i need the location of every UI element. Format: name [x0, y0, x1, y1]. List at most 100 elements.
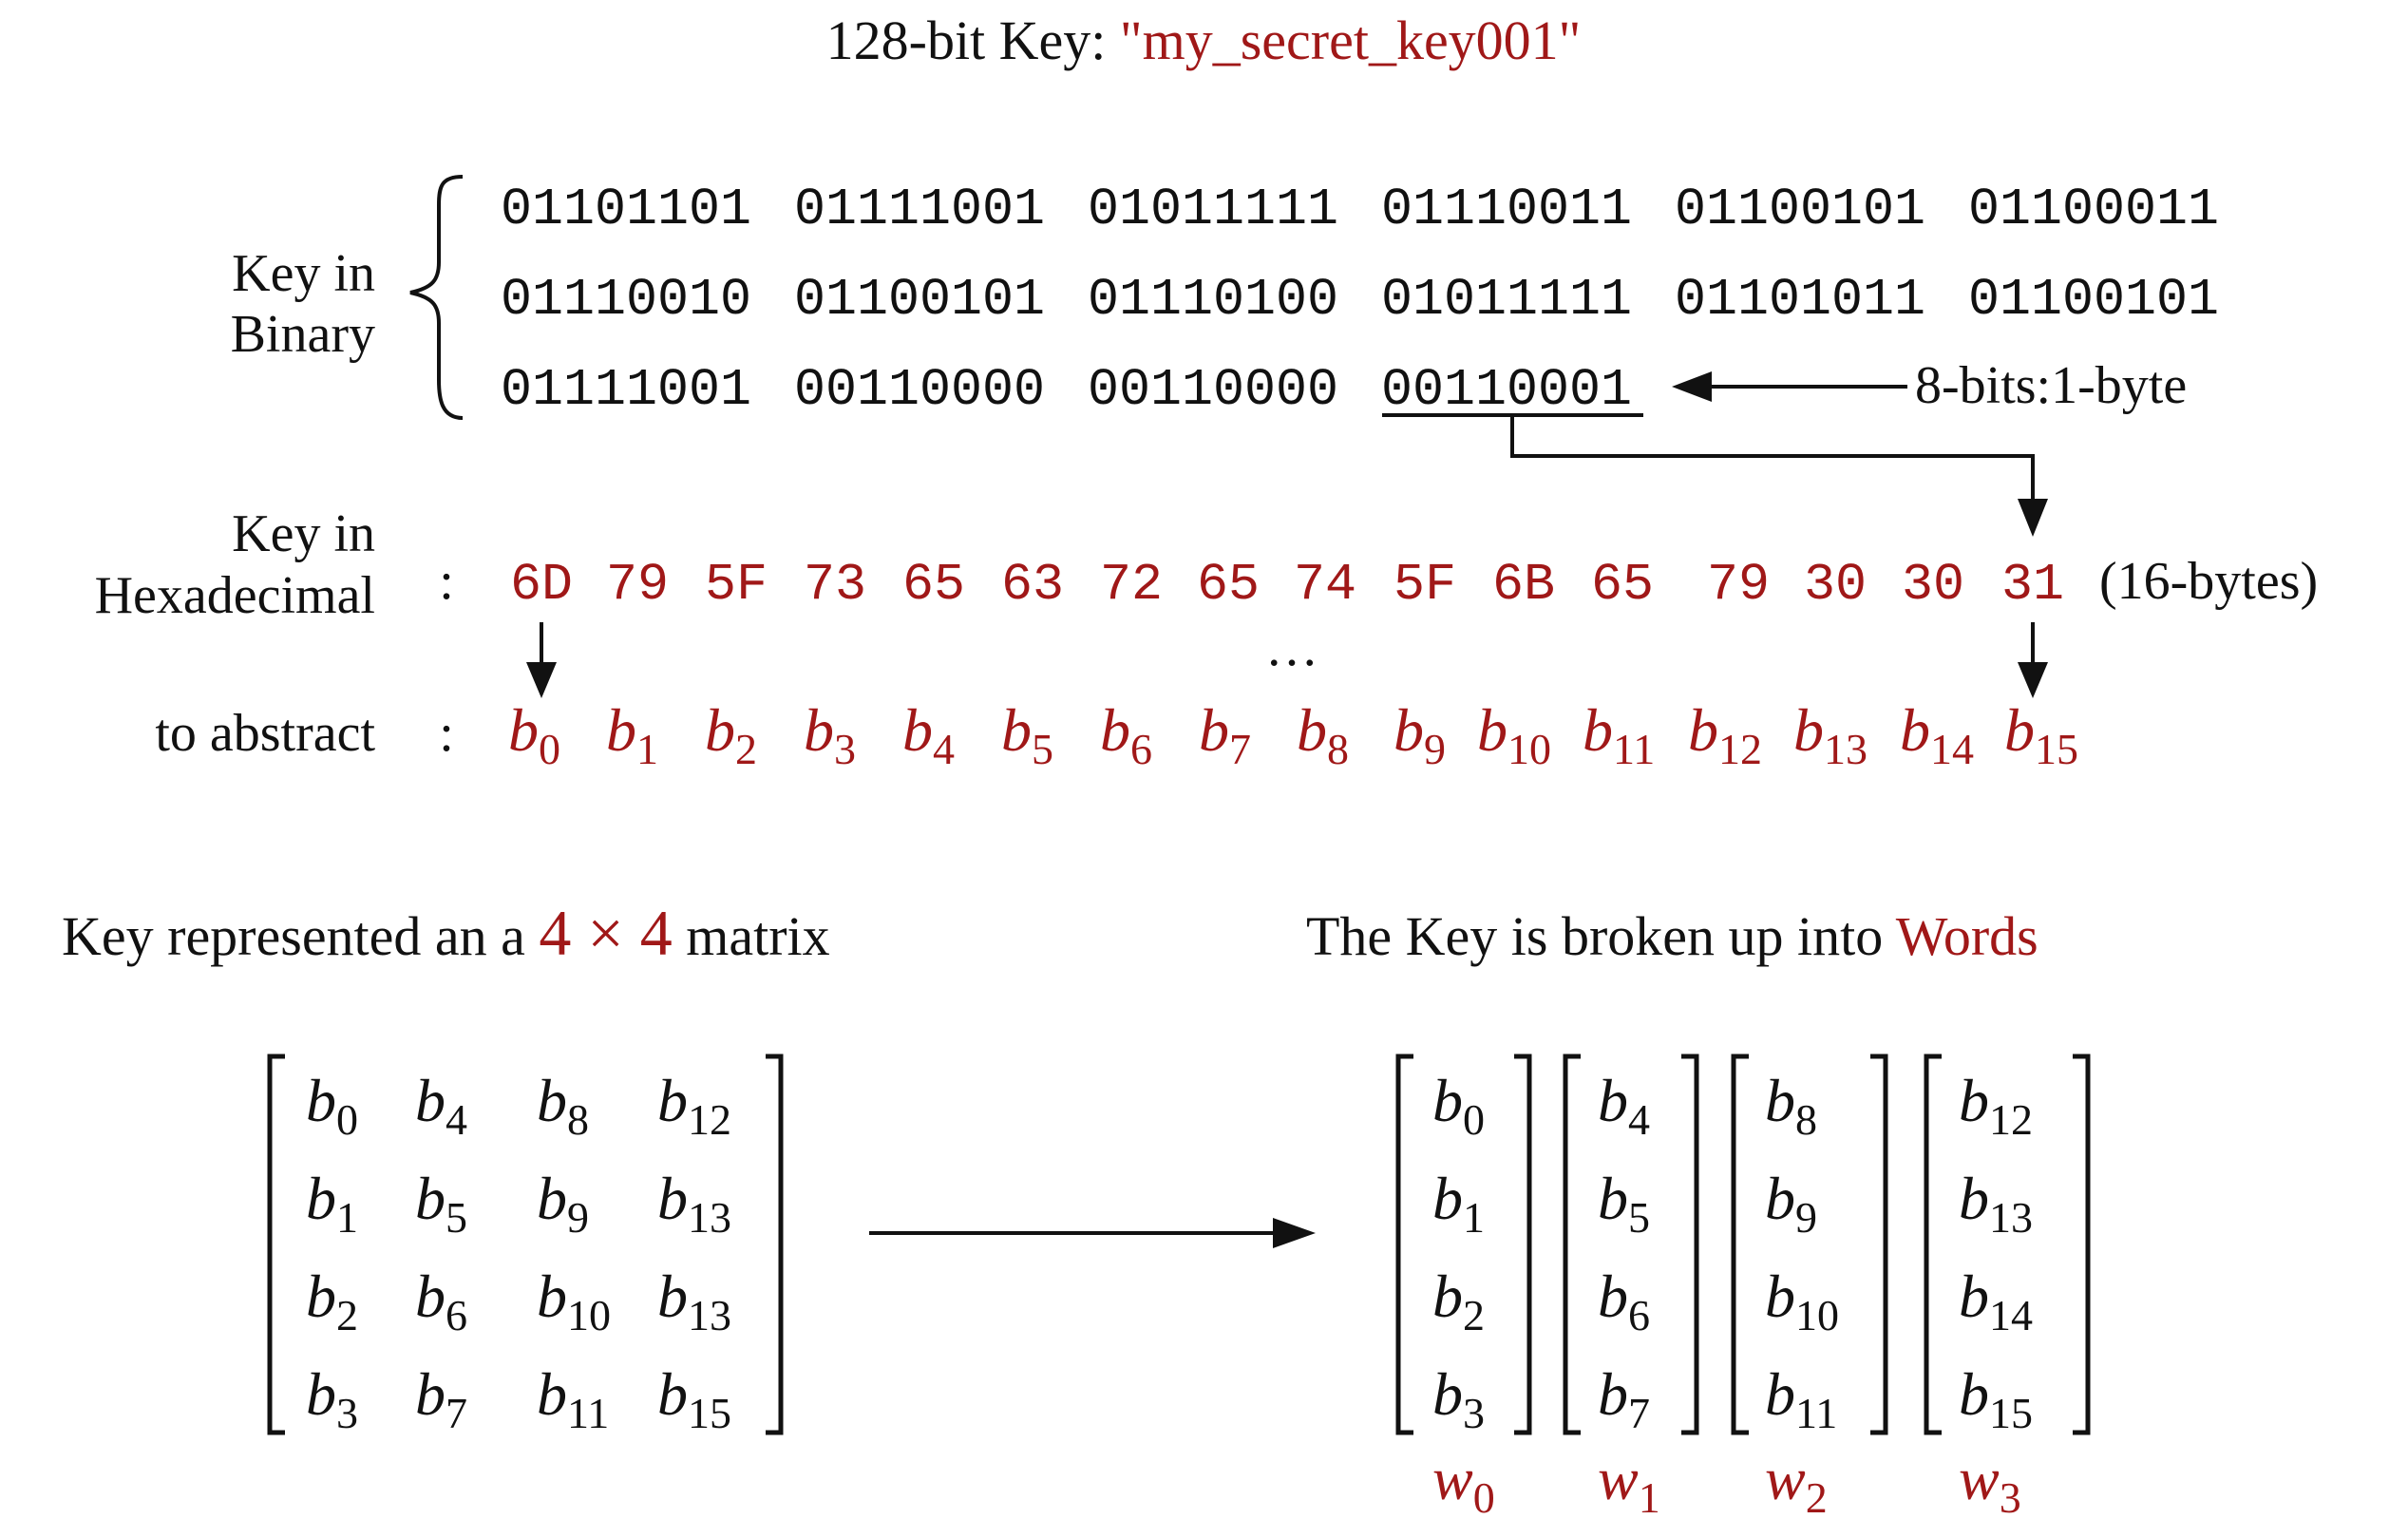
word-column-right-bracket: [1681, 1054, 1699, 1435]
word-column-left-bracket: [1563, 1054, 1581, 1435]
binary-byte: 01101011: [1675, 270, 1925, 330]
hex-byte: 79: [1707, 555, 1770, 615]
word-label-subscript: 3: [2000, 1473, 2021, 1519]
abstract-byte-subscript: 1: [636, 725, 658, 773]
word-label-subscript: 0: [1473, 1473, 1495, 1519]
word-entry: b15: [1959, 1360, 2033, 1437]
matrix-cell-subscript: 0: [336, 1095, 358, 1144]
abstract-byte-subscript: 2: [735, 725, 757, 773]
abstract-byte: b0: [508, 696, 560, 773]
abstract-byte-subscript: 5: [1032, 725, 1053, 773]
word-entry-subscript: 3: [1463, 1389, 1485, 1437]
word-entry: b14: [1959, 1263, 2033, 1339]
last-hex-down-arrowhead: [2018, 662, 2048, 698]
abstract-byte-subscript: 14: [1930, 725, 1974, 773]
word-column-right-bracket: [2073, 1054, 2091, 1435]
matrix-cell-symbol: b: [306, 1263, 336, 1330]
abstract-byte-subscript: 15: [2035, 725, 2078, 773]
key-words: b0b1b2b3w0b4b5b6b7w1b8b9b10b11w2b12b13b1…: [1395, 1054, 2091, 1519]
binary-brace: [409, 175, 464, 420]
matrix-cell-subscript: 5: [446, 1193, 467, 1242]
hex-byte: 30: [1902, 555, 1964, 615]
matrix-cell: b0: [306, 1067, 358, 1144]
word-entry-subscript: 8: [1795, 1095, 1817, 1144]
binary-byte: 01110010: [501, 270, 751, 330]
matrix-cell-symbol: b: [537, 1165, 567, 1232]
abstract-byte: b5: [1001, 696, 1053, 773]
word-entry-symbol: b: [1959, 1360, 1989, 1428]
matrix-cell: b11: [537, 1360, 609, 1437]
binary-label-line2: Binary: [231, 305, 375, 364]
word-entry-symbol: b: [1432, 1165, 1463, 1232]
hex-byte: 65: [1591, 555, 1654, 615]
binary-byte: 00110001: [1381, 360, 1632, 420]
word-label-symbol: w: [1432, 1445, 1473, 1512]
hex-byte: 65: [902, 555, 965, 615]
word-entry: b3: [1432, 1360, 1485, 1437]
abstract-byte-subscript: 7: [1229, 725, 1251, 773]
word-label-symbol: w: [1959, 1445, 2000, 1512]
abstract-byte-subscript: 0: [539, 725, 560, 773]
matrix-cell: b10: [537, 1263, 611, 1339]
word-entry-symbol: b: [1765, 1165, 1795, 1232]
abstract-byte-symbol: b: [1199, 696, 1229, 764]
word-entry-subscript: 0: [1463, 1095, 1485, 1144]
word-entry-subscript: 2: [1463, 1291, 1485, 1339]
matrix-cell-subscript: 7: [446, 1389, 467, 1437]
abstract-byte: b6: [1100, 696, 1152, 773]
binary-byte: 01100101: [794, 270, 1045, 330]
abstract-byte: b10: [1477, 696, 1551, 773]
matrix-cell-subscript: 15: [688, 1389, 731, 1437]
hex-label-line1: Key in: [232, 504, 375, 563]
word-entry: b4: [1598, 1067, 1650, 1144]
words-caption: The Key is broken up into Words: [1306, 905, 2038, 967]
word-column-right-bracket: [1514, 1054, 1532, 1435]
abstract-byte-subscript: 8: [1327, 725, 1349, 773]
matrix-cell: b3: [306, 1360, 358, 1437]
word-entry-subscript: 7: [1628, 1389, 1650, 1437]
matrix-cell-subscript: 3: [336, 1389, 358, 1437]
abstract-byte-subscript: 12: [1718, 725, 1762, 773]
words-caption-prefix: The Key is broken up into: [1306, 905, 1896, 967]
word-entry: b2: [1432, 1263, 1485, 1339]
abstract-byte-symbol: b: [1297, 696, 1327, 764]
binary-byte: 01011111: [1381, 270, 1632, 330]
word-entry: b9: [1765, 1165, 1817, 1242]
word-entry: b8: [1765, 1067, 1817, 1144]
abstract-byte: b8: [1297, 696, 1349, 773]
matrix-cell-symbol: b: [306, 1165, 336, 1232]
hex-ellipsis: …: [1265, 618, 1318, 677]
matrix-cell-symbol: b: [537, 1360, 567, 1428]
matrix-cell-symbol: b: [657, 1360, 688, 1428]
word-entry-symbol: b: [1598, 1067, 1628, 1134]
abstract-byte: b4: [902, 696, 955, 773]
abstract-byte: b11: [1583, 696, 1655, 773]
abstract-colon: :: [439, 704, 454, 763]
abstract-byte-symbol: b: [1477, 696, 1507, 764]
hex-byte: 63: [1001, 555, 1064, 615]
word-entry-symbol: b: [1432, 1263, 1463, 1330]
word-column-left-bracket: [1924, 1054, 1942, 1435]
word-entry: b7: [1598, 1360, 1650, 1437]
matrix-cell: b13: [657, 1165, 731, 1242]
abstract-byte-subscript: 10: [1507, 725, 1551, 773]
matrix-left-bracket: [267, 1054, 285, 1435]
binary-byte: 00110000: [1088, 360, 1338, 420]
matrix-right-bracket: [766, 1054, 784, 1435]
abstract-byte-symbol: b: [1100, 696, 1130, 764]
first-hex-down-arrowhead: [526, 662, 557, 698]
hex-byte: 73: [804, 555, 866, 615]
word-entry: b1: [1432, 1165, 1485, 1242]
matrix-cell: b4: [415, 1067, 467, 1144]
hex-label-line2: Hexadecimal: [95, 566, 375, 625]
matrix-cell: b6: [415, 1263, 467, 1339]
matrix-cell-symbol: b: [415, 1360, 446, 1428]
word-entry-subscript: 12: [1989, 1095, 2033, 1144]
